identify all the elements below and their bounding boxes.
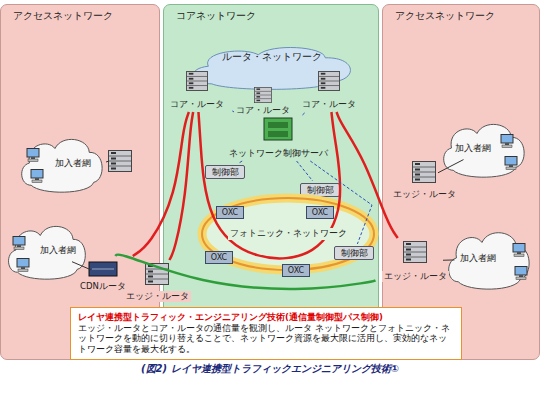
node-label: エッジ・ルータ — [124, 291, 191, 302]
node-label: CDNルータ — [78, 281, 128, 292]
subscriber-network: 加入者網 — [445, 228, 533, 290]
region-heading: コアネットワーク — [176, 10, 256, 23]
node-label: 加入者網 — [455, 143, 491, 154]
oxc-node: OXC — [282, 264, 310, 277]
node-label: 制御部 — [307, 185, 334, 196]
node-label: OXC — [222, 208, 238, 218]
control-unit: 制御部 — [334, 246, 374, 260]
oxc-node: OXC — [216, 206, 244, 219]
node-label: エッジ・ルータ — [391, 189, 458, 200]
figure-caption: (図2) レイヤ連携型トラフィックエンジニアリング技術① — [0, 362, 540, 376]
node-label: OXC — [211, 253, 227, 263]
control-server: ネットワーク制御サーバ — [222, 117, 334, 159]
core-router: コア・ルータ — [230, 86, 296, 116]
router-network-cloud: ルータ・ネットワーク — [186, 44, 358, 90]
node-label: OXC — [288, 266, 304, 276]
node-label: 加入者網 — [55, 158, 91, 169]
region-heading: アクセスネットワーク — [13, 10, 113, 23]
node-label: 制御部 — [341, 248, 368, 259]
oxc-node: OXC — [205, 251, 233, 264]
node-label: フォトニック・ネットワーク — [228, 228, 349, 239]
edge-router: エッジ・ルータ — [387, 160, 462, 200]
core-router: コア・ルータ — [164, 70, 230, 110]
node-label: 制御部 — [212, 167, 239, 178]
subscriber-network: 加入者網 — [5, 222, 89, 280]
subscriber-network: 加入者網 — [18, 135, 106, 193]
cloud-outline — [186, 44, 358, 90]
node-label: OXC — [312, 208, 328, 218]
node-label: ルータ・ネットワーク — [222, 51, 322, 63]
node-label: エッジ・ルータ — [382, 271, 449, 282]
cdn-router: CDNルータ — [74, 258, 132, 292]
node-label: 加入者網 — [40, 245, 76, 256]
control-unit: 制御部 — [205, 165, 245, 179]
description-body: エッジ・ルータとコア・ルータの通信量を観測し、ルータ ネットワークとフォトニック… — [78, 323, 454, 355]
node-label: コア・ルータ — [168, 99, 226, 110]
node-label: コア・ルータ — [234, 105, 292, 116]
node-label: ネットワーク制御サーバ — [227, 148, 330, 159]
node-label: 加入者網 — [460, 253, 496, 264]
node-label: コア・ルータ — [300, 99, 358, 110]
control-unit: 制御部 — [300, 183, 340, 197]
subscriber-network: 加入者網 — [440, 120, 528, 178]
core-router: コア・ルータ — [296, 70, 362, 110]
description-box: レイヤ連携型トラフィック・エンジニアリング技術(通信量制御型パス制御)エッジ・ル… — [70, 307, 462, 360]
description-heading: レイヤ連携型トラフィック・エンジニアリング技術(通信量制御型パス制御) — [78, 312, 454, 323]
region-heading: アクセスネットワーク — [395, 10, 495, 23]
edge-router: エッジ・ルータ — [378, 240, 453, 282]
oxc-node: OXC — [306, 206, 334, 219]
